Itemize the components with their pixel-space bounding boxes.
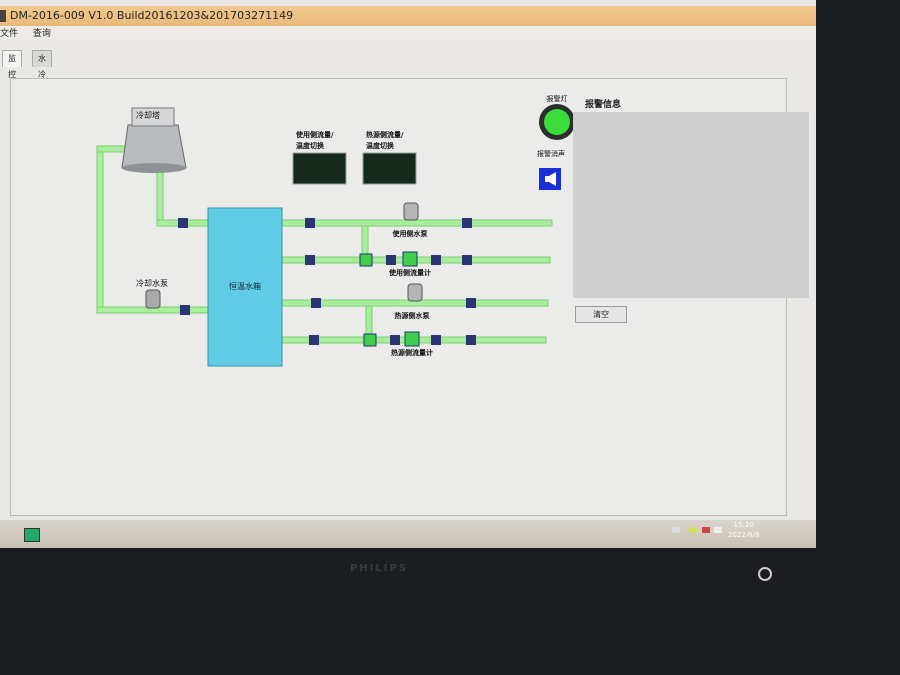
tray-icon[interactable]: [672, 527, 680, 533]
valve-icon: [305, 255, 315, 265]
use-side-switch-toggle[interactable]: [292, 152, 347, 185]
heat-pump-icon: [407, 283, 423, 302]
use-pump-label: 使用侧水泵: [392, 229, 428, 238]
heat-pump-label: 热源侧水泵: [395, 311, 430, 320]
menu-file[interactable]: 文件: [0, 29, 19, 39]
window-title: DM-2016-009 V1.0 Build20161203&201703271…: [10, 9, 294, 22]
alarm-info-title: 报警信息: [585, 100, 622, 110]
speaker-icon: [545, 172, 556, 186]
pipe-left-vertical: [96, 145, 104, 313]
process-diagram: 恒温水箱 冷却塔 冷却水泵: [96, 94, 575, 367]
valve-icon: [311, 298, 321, 308]
cooling-tower-label: 冷却塔: [136, 110, 160, 120]
cooling-pump-label: 冷却水泵: [136, 278, 168, 288]
network-icon[interactable]: [702, 527, 710, 533]
valve-icon: [390, 335, 400, 345]
use-switch-label-2: 温度切换: [296, 141, 325, 150]
flowmeter-icon: [404, 331, 420, 347]
heat-switch-label-1: 热源侧流量/: [366, 130, 404, 139]
monitor-brand-logo: PHILIPS: [350, 563, 409, 574]
valves: [178, 218, 476, 345]
screen: DM-2016-009 V1.0 Build20161203&201703271…: [0, 0, 816, 548]
clock-time: 15:20: [733, 521, 754, 529]
pipe-tower-down: [156, 171, 164, 227]
use-pump-icon: [403, 202, 419, 221]
clock[interactable]: 15:20 2022/8/8: [728, 520, 759, 540]
heat-switch-label-2: 温度切换: [366, 141, 395, 150]
pipe-use-supply: [281, 219, 553, 227]
alarm-lamp-icon: [544, 109, 570, 135]
alarm-mute-label: 报警消声: [537, 149, 565, 158]
pipe-heat-bypass: [365, 305, 373, 339]
valve-icon: [178, 218, 188, 228]
valve-icon: [462, 255, 472, 265]
menu-query[interactable]: 查询: [32, 29, 51, 39]
pumps: [403, 202, 423, 302]
valve-icon: [180, 305, 190, 315]
clear-button[interactable]: 清空: [575, 306, 627, 323]
menu-bar: 文件 查询: [0, 26, 816, 40]
valve-icon: [305, 218, 315, 228]
cooling-pump: 冷却水泵: [136, 278, 168, 309]
use-switch-label-1: 使用侧流量/: [295, 130, 334, 139]
pipe-use-bypass: [361, 225, 369, 259]
valve-icon: [466, 298, 476, 308]
valve-icon: [309, 335, 319, 345]
pipe-top-left: [96, 145, 128, 153]
clock-date: 2022/8/8: [728, 531, 760, 539]
cooling-tower: 冷却塔: [121, 107, 187, 173]
heat-side-switch-toggle[interactable]: [362, 152, 417, 185]
alarm-mute-button[interactable]: [539, 168, 561, 190]
use-flowmeter-label: 使用侧流量计: [388, 268, 431, 277]
app-icon: [0, 10, 6, 22]
valve-icon: [386, 255, 396, 265]
power-button-icon[interactable]: [758, 567, 772, 581]
flowmeters: [359, 251, 420, 347]
valve-icon: [431, 255, 441, 265]
flowmeter-icon: [402, 251, 418, 267]
valve-icon: [431, 335, 441, 345]
security-icon[interactable]: [689, 527, 697, 533]
tank-label: 恒温水箱: [229, 281, 261, 291]
alarm-info-list: [573, 112, 809, 298]
volume-icon[interactable]: [714, 527, 722, 533]
flowmeter-valve-icon: [363, 333, 377, 347]
app-taskbar-icon[interactable]: [24, 528, 40, 542]
tank: 恒温水箱: [207, 207, 283, 367]
valve-icon: [466, 335, 476, 345]
flowmeter-valve-icon: [359, 253, 373, 267]
title-bar: DM-2016-009 V1.0 Build20161203&201703271…: [0, 6, 816, 26]
alarm-lamp-label: 报警灯: [547, 94, 568, 103]
taskbar: 15:20 2022/8/8: [0, 520, 816, 548]
tab-monitor[interactable]: 监控: [2, 50, 22, 79]
heat-flowmeter-label: 热源侧流量计: [391, 348, 433, 357]
valve-icon: [462, 218, 472, 228]
